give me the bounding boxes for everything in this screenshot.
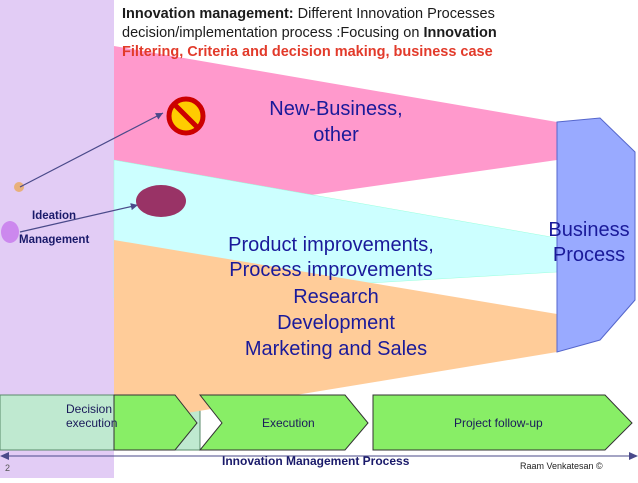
- product-improvements-label: Product improvements,: [228, 234, 434, 256]
- new-business-other-label: other: [313, 124, 359, 146]
- idea-blob: [136, 185, 186, 217]
- ideation-dot-small: [14, 182, 24, 192]
- execution-label: Execution: [262, 416, 315, 430]
- title-bold: Innovation management:: [122, 6, 294, 22]
- business-process-line1: Business: [548, 219, 630, 241]
- chevron-execution: [198, 394, 369, 451]
- research-label: Research: [293, 286, 379, 308]
- title-rest: Different Innovation Processes: [293, 6, 495, 22]
- arrow-to-improvements: [19, 203, 139, 233]
- ideation-label-line1: Ideation: [32, 210, 77, 222]
- page-number: 2: [5, 463, 11, 473]
- ideation-label-line2: Management: [19, 234, 90, 246]
- decision-label-line1: Decision: [66, 402, 113, 416]
- axis-label: Innovation Management Process: [222, 454, 410, 468]
- no-entry-icon: [166, 96, 206, 136]
- development-label: Development: [277, 312, 395, 334]
- marketing-label: Marketing and Sales: [244, 338, 428, 360]
- decision-label-line2: execution: [66, 416, 118, 430]
- business-process-line2: Process: [552, 244, 626, 266]
- arrow-to-new-business: [19, 112, 164, 188]
- research-funnel: [114, 240, 557, 425]
- process-improvements-label: Process improvements: [229, 259, 433, 281]
- new-business-funnel: [114, 46, 557, 198]
- axis-arrow-right-icon: [629, 452, 638, 460]
- chevron-followup: [372, 394, 633, 451]
- new-business-label: New-Business,: [269, 98, 403, 120]
- chevron-decision: [113, 394, 198, 451]
- slide-title-line3: Filtering, Criteria and decision making,…: [122, 44, 493, 60]
- axis-arrow-left-icon: [0, 452, 9, 460]
- author-credit: Raam Venkatesan ©: [520, 461, 603, 471]
- title-line2-normal: decision/implementation process :Focusin…: [122, 25, 424, 41]
- ideation-dot-large: [1, 221, 19, 243]
- title-line2-bold: Innovation: [423, 25, 497, 41]
- slide-title-line1: Innovation management: Different Innovat…: [122, 6, 495, 22]
- slide-title-line2: decision/implementation process :Focusin…: [122, 25, 497, 41]
- followup-label: Project follow-up: [454, 416, 543, 430]
- business-process-shape: [556, 117, 636, 353]
